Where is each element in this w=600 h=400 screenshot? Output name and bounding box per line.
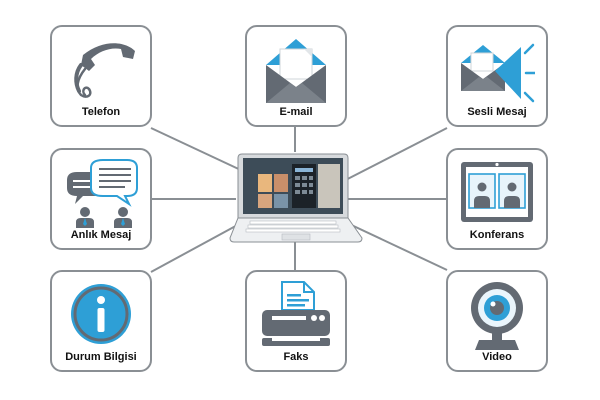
connector-durum (150, 221, 244, 273)
node-email: E-mail (245, 25, 347, 127)
fax-icon (262, 281, 330, 346)
webcam-icon (471, 282, 523, 350)
node-sesli-mesaj: Sesli Mesaj (446, 25, 548, 127)
node-label: Video (482, 351, 512, 363)
envelope-icon (266, 39, 326, 103)
node-durum-bilgisi: Durum Bilgisi (50, 270, 152, 372)
connector-video (344, 221, 448, 271)
node-konferans: Konferans (446, 148, 548, 250)
node-faks: Faks (245, 270, 347, 372)
node-label: Sesli Mesaj (467, 106, 527, 118)
chat-bubbles-icon (67, 159, 138, 228)
video-conference-icon (461, 162, 533, 222)
node-telefon: Telefon (50, 25, 152, 127)
connector-sesli (329, 127, 448, 189)
node-anlik-mesaj: Anlık Mesaj (50, 148, 152, 250)
node-label: E-mail (279, 106, 313, 118)
info-icon (71, 284, 131, 344)
phone-icon (74, 43, 135, 98)
connector-telefon (150, 127, 246, 173)
node-label: Anlık Mesaj (70, 229, 132, 241)
node-label: Konferans (469, 229, 525, 241)
node-label: Faks (283, 351, 309, 363)
voicemail-icon (461, 43, 535, 103)
laptop-icon (229, 153, 363, 243)
node-video: Video (446, 270, 548, 372)
node-label: Durum Bilgisi (65, 351, 137, 363)
node-label: Telefon (81, 106, 121, 118)
